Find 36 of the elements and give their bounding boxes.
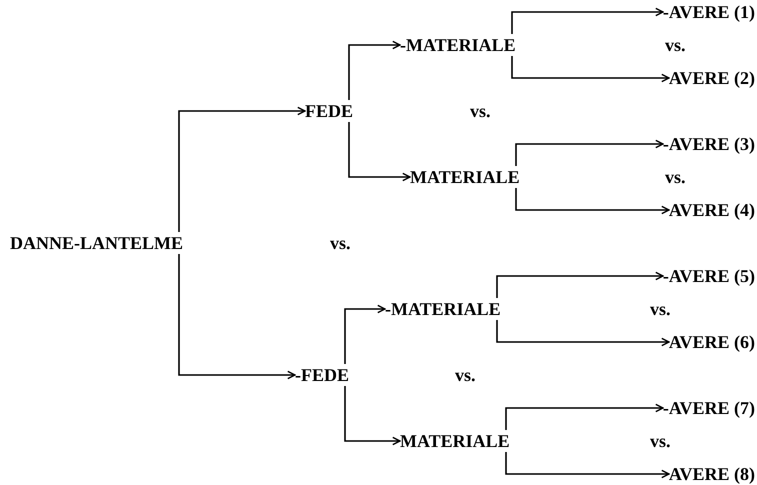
arrow	[515, 140, 664, 166]
node-label: -MATERIALE	[400, 34, 516, 56]
arrow	[496, 320, 670, 346]
arrow	[348, 122, 411, 182]
versus-label: vs.	[650, 298, 671, 320]
arrow	[344, 304, 386, 364]
arrow	[178, 106, 306, 232]
arrow	[511, 56, 670, 82]
arrow	[348, 40, 401, 100]
node-label: MATERIALE	[410, 166, 520, 188]
arrow	[178, 254, 296, 380]
node-label: AVERE (2)	[668, 67, 755, 89]
arrow	[515, 188, 670, 214]
arrow	[344, 386, 401, 446]
versus-label: vs.	[665, 166, 686, 188]
node-label: AVERE (8)	[668, 463, 755, 485]
node-label: -AVERE (3)	[662, 133, 755, 155]
node-label: AVERE (4)	[668, 199, 755, 221]
versus-label: vs.	[455, 364, 476, 386]
node-label: -FEDE	[295, 364, 349, 386]
node-label: MATERIALE	[400, 430, 510, 452]
arrow	[505, 404, 664, 430]
node-label: -AVERE (5)	[662, 265, 755, 287]
arrow	[505, 452, 670, 478]
node-label: -AVERE (1)	[662, 1, 755, 23]
node-label: DANNE-LANTELME	[10, 232, 184, 254]
versus-label: vs.	[650, 430, 671, 452]
versus-label: vs.	[470, 100, 491, 122]
node-label: -MATERIALE	[385, 298, 501, 320]
versus-label: vs.	[665, 34, 686, 56]
arrow	[511, 8, 664, 34]
node-label: FEDE	[305, 100, 354, 122]
versus-label: vs.	[330, 232, 351, 254]
node-label: AVERE (6)	[668, 331, 755, 353]
node-label: -AVERE (7)	[662, 397, 755, 419]
arrow	[496, 272, 664, 298]
